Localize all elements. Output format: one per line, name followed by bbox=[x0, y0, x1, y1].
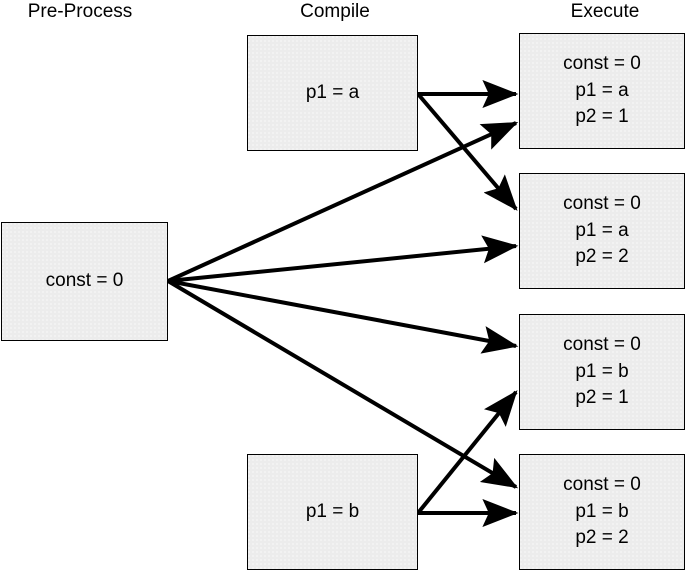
node-text-line: p2 = 1 bbox=[575, 106, 629, 128]
arrow-const-to-execute-b-1 bbox=[167, 279, 519, 354]
node-execute-b-1[interactable]: const = 0 p1 = b p2 = 1 bbox=[519, 314, 685, 430]
node-execute-a-1[interactable]: const = 0 p1 = a p2 = 1 bbox=[519, 33, 685, 149]
arrow-compile-a-to-execute-a-2 bbox=[416, 92, 518, 211]
node-text-line: p2 = 2 bbox=[575, 527, 629, 549]
node-compile-p1-a[interactable]: p1 = a bbox=[247, 35, 418, 151]
arrow-const-to-execute-a-2 bbox=[167, 235, 519, 283]
node-text-line: p1 = b bbox=[575, 500, 629, 522]
node-text-line: p1 = b bbox=[575, 360, 629, 382]
column-header-pre-process: Pre-Process bbox=[27, 1, 133, 22]
node-text-line: p1 = b bbox=[305, 500, 360, 522]
node-text-line: const = 0 bbox=[563, 192, 641, 214]
node-execute-a-2[interactable]: const = 0 p1 = a p2 = 2 bbox=[519, 173, 685, 289]
arrow-compile-b-to-execute-b-1 bbox=[416, 390, 518, 515]
node-text-line: p1 = a bbox=[575, 79, 629, 101]
node-preprocess-const[interactable]: const = 0 bbox=[1, 222, 168, 341]
node-text-line: p2 = 2 bbox=[575, 246, 629, 268]
node-text-line: const = 0 bbox=[563, 473, 641, 495]
node-compile-p1-b[interactable]: p1 = b bbox=[247, 454, 418, 570]
node-text-line: const = 0 bbox=[45, 270, 124, 292]
node-text-line: p1 = a bbox=[575, 219, 629, 241]
node-text-line: const = 0 bbox=[563, 52, 641, 74]
column-header-compile: Compile bbox=[300, 1, 370, 22]
node-text-line: p2 = 1 bbox=[575, 387, 629, 409]
column-header-execute: Execute bbox=[570, 1, 640, 22]
node-execute-b-2[interactable]: const = 0 p1 = b p2 = 2 bbox=[519, 454, 685, 570]
node-text-line: p1 = a bbox=[305, 81, 360, 103]
node-text-line: const = 0 bbox=[563, 333, 641, 355]
